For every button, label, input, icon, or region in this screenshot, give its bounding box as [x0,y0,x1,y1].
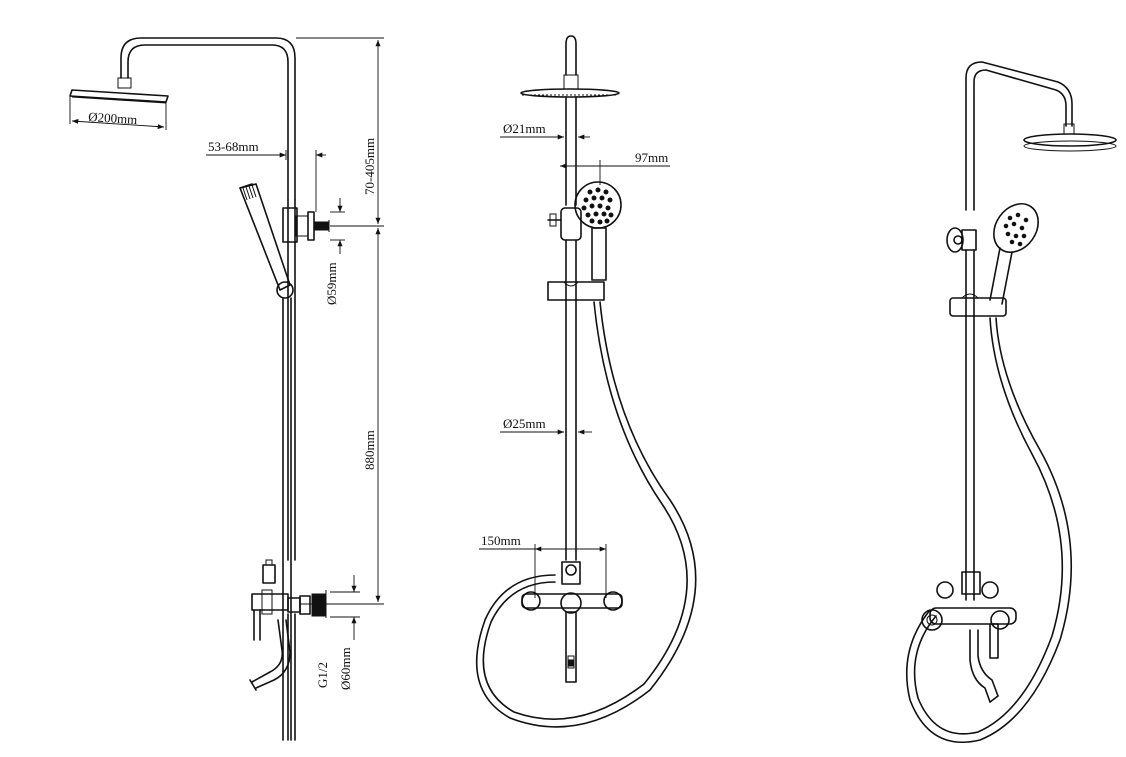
dim-inlet-cover: Ø60mm [338,647,353,690]
dim-bracket-diameter: Ø59mm [324,262,339,305]
side-bath-spout [249,619,291,691]
iso-handshower [989,203,1039,305]
dim-inlet-spacing: 150mm [481,533,521,548]
dim-handshower-offset: 97mm [635,150,668,165]
side-rain-head [69,89,169,104]
side-wall-bracket [307,211,330,241]
front-hose [475,301,697,728]
side-view: Ø200mm [69,37,384,741]
front-lower-riser [565,239,577,561]
side-upper-riser [287,199,296,561]
dim-arm-offset: 53-68mm [208,139,259,154]
side-slider [282,207,298,243]
side-handshower [239,183,294,741]
front-mixer [521,561,623,683]
dim-riser-length: 880mm [362,430,377,470]
side-overhead-arm [120,37,296,201]
iso-view [905,61,1117,744]
dim-lower-pipe: Ø25mm [503,416,546,431]
dim-upper-pipe: Ø21mm [503,121,546,136]
dim-head-diameter: Ø200mm [88,109,138,127]
front-handshower-head [574,181,622,281]
iso-wall-bracket [946,227,977,253]
iso-mixer [921,571,1017,659]
dim-inlet-thread: G1/2 [315,662,330,688]
iso-rain-head [1023,133,1117,152]
iso-slider [949,293,1007,317]
front-rain-head [520,88,620,98]
iso-overhead-arm [965,61,1073,211]
front-view: Ø21mm 97mm Ø25mm [475,35,697,728]
iso-bath-spout [969,629,999,703]
iso-hose [905,317,1072,744]
front-wall-bracket [547,207,582,241]
dim-height-adjust: 70-405mm [362,138,377,195]
front-upper-pipe [565,35,577,76]
side-mixer [251,559,327,641]
